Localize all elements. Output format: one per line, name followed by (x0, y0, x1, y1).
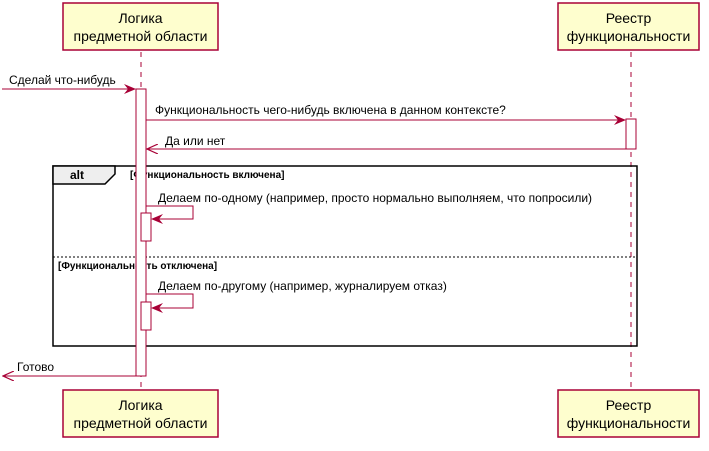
participant-box (62, 2, 219, 51)
message-is-enabled-label: Функциональность чего-нибудь включена в … (155, 103, 506, 117)
message-do-something-label: Сделай что-нибудь (9, 73, 116, 87)
participant-name-line2: функциональности (567, 415, 691, 431)
message-yes-or-no-label: Да или нет (165, 134, 226, 148)
participant-domain-logic-bottom: Логика предметной области (62, 389, 219, 438)
participant-box (557, 389, 700, 438)
participant-name-line1: Реестр (606, 397, 652, 413)
participant-domain-logic-top: Логика предметной области (62, 2, 219, 51)
alt-fragment-box (52, 165, 638, 347)
participant-feature-registry-top: Реестр функциональности (557, 2, 700, 51)
participant-name-line2: предметной области (74, 415, 208, 431)
participant-box (62, 389, 219, 438)
participant-name-line2: предметной области (74, 28, 208, 44)
participant-name-line1: Реестр (606, 10, 652, 26)
activation-do-one-way (140, 212, 152, 242)
message-do-one-way-arrow (146, 205, 194, 224)
activation-do-other-way (140, 301, 152, 331)
message-done-label: Готово (17, 360, 54, 374)
message-do-one-way-label: Делаем по-одному (например, просто норма… (158, 191, 592, 205)
participant-name-line1: Логика (118, 397, 162, 413)
message-do-other-way-label: Делаем по-другому (например, журналируем… (158, 279, 447, 293)
participant-box (557, 2, 700, 51)
participant-name-line1: Логика (118, 10, 162, 26)
participant-feature-registry-bottom: Реестр функциональности (557, 389, 700, 438)
activation-feature-registry (625, 118, 637, 150)
alt-keyword: alt (70, 168, 84, 182)
alt-guard-enabled: [Функциональность включена] (130, 170, 284, 181)
message-do-other-way-arrow (146, 293, 194, 313)
participant-name-line2: функциональности (567, 28, 691, 44)
alt-fragment-header (52, 165, 116, 185)
